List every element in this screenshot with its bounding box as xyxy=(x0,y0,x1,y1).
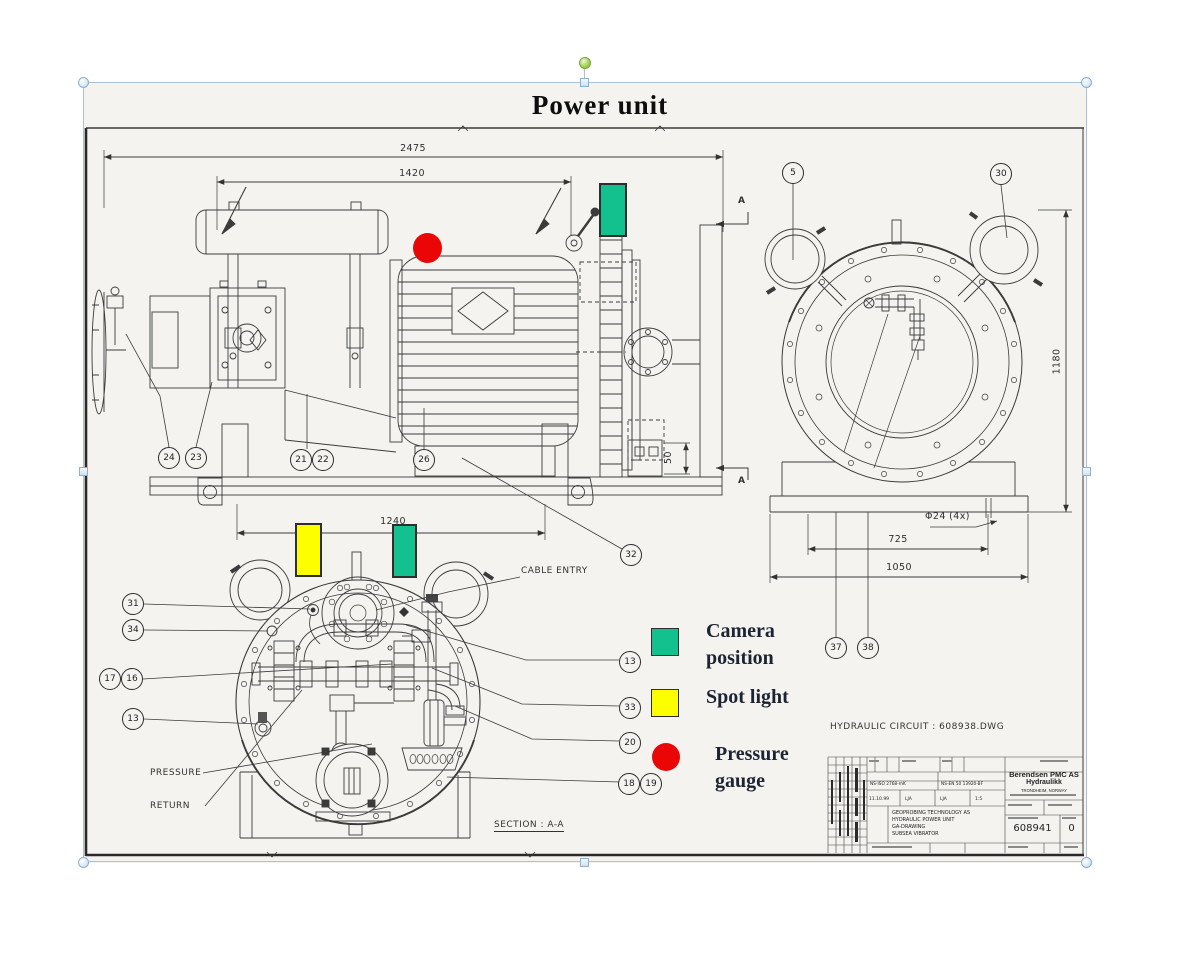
titleblock-scale: 1:5 xyxy=(975,797,983,802)
titleblock-placeholder-text xyxy=(942,760,952,762)
titleblock-drawing-type: GA-DRAWING xyxy=(892,824,926,830)
front-view xyxy=(764,184,1072,637)
resize-handle-top[interactable] xyxy=(580,78,589,87)
callout-17: 17 xyxy=(99,668,121,690)
dim-offset-50: 50 xyxy=(662,451,674,464)
callout-32: 32 xyxy=(620,544,642,566)
callout-34: 34 xyxy=(122,619,144,641)
titleblock-rotated-text xyxy=(847,766,849,836)
titleblock-drawn-by: LJA xyxy=(905,797,912,802)
dim-upper-length: 1420 xyxy=(399,168,425,179)
legend-spotlight-swatch xyxy=(651,689,679,717)
titleblock-standard1: NS-ISO 2768-mK xyxy=(870,782,906,787)
legend-camera-swatch xyxy=(651,628,679,656)
legend-spotlight-label: Spot light xyxy=(706,686,789,708)
legend-pressure-label: Pressure gauge xyxy=(715,743,789,792)
titleblock-standard2: NS-EN 50 13920-BF xyxy=(941,782,984,787)
titleblock-drawing-no: 608941 xyxy=(1013,823,1052,834)
dim-base-width: 1050 xyxy=(886,562,912,573)
callout-19: 19 xyxy=(640,773,662,795)
callout-31: 31 xyxy=(122,593,144,615)
titleblock-rotated-text xyxy=(831,780,833,824)
callout-13-left: 13 xyxy=(122,708,144,730)
titleblock-placeholder-text xyxy=(1064,846,1078,848)
spotlight-marker xyxy=(295,523,322,577)
callout-5: 5 xyxy=(782,162,804,184)
callout-33: 33 xyxy=(619,697,641,719)
resize-handle-top-right[interactable] xyxy=(1081,77,1092,88)
dim-foot-spacing: 1240 xyxy=(380,516,406,527)
callout-16: 16 xyxy=(121,668,143,690)
callout-30: 30 xyxy=(990,163,1012,185)
callout-18: 18 xyxy=(618,773,640,795)
titleblock-placeholder-text xyxy=(869,760,879,762)
titleblock-rotated-text xyxy=(855,798,858,816)
titleblock-placeholder-text xyxy=(1048,804,1072,806)
titleblock-customer: GEOPROBING TECHNOLOGY AS xyxy=(892,810,971,816)
pressure-label: PRESSURE xyxy=(150,768,202,778)
titleblock-placeholder-text xyxy=(872,846,912,848)
callout-37: 37 xyxy=(825,637,847,659)
titleblock-location: TRONDHEIM, NORWAY xyxy=(1021,788,1067,793)
titleblock-placeholder-text xyxy=(902,760,916,762)
cable-entry-label: CABLE ENTRY xyxy=(521,566,588,576)
titleblock-project: SUBSEA VIBRATOR xyxy=(892,831,939,837)
dim-height-1180: 1180 xyxy=(1051,348,1063,375)
titleblock-placeholder-text xyxy=(1008,804,1032,806)
titleblock-rotated-text xyxy=(855,822,858,842)
return-label: RETURN xyxy=(150,801,191,811)
callout-26: 26 xyxy=(413,449,435,471)
titleblock-rotated-text xyxy=(855,768,858,792)
titleblock-company: Berendsen PMC AS xyxy=(1009,770,1079,779)
page-title: Power unit xyxy=(531,90,669,120)
callout-20: 20 xyxy=(619,732,641,754)
titleblock-placeholder-text xyxy=(1062,817,1076,819)
camera-marker-top xyxy=(599,183,627,237)
callout-38: 38 xyxy=(857,637,879,659)
titleblock-rotated-text xyxy=(839,772,841,802)
callout-21: 21 xyxy=(290,449,312,471)
titleblock-rotated-text xyxy=(839,810,841,836)
side-view xyxy=(91,150,749,550)
pressure-gauge-marker xyxy=(413,233,442,263)
callout-24: 24 xyxy=(158,447,180,469)
titleblock-drawing-title: HYDRAULIC POWER UNIT xyxy=(892,817,955,823)
resize-handle-top-left[interactable] xyxy=(78,77,89,88)
titleblock-approved-by: LJA xyxy=(940,797,947,802)
titleblock-date: 11.10.99 xyxy=(869,797,890,802)
rotation-handle[interactable] xyxy=(579,57,591,69)
titleblock-division: Hydraulikk xyxy=(1026,779,1062,786)
resize-handle-bottom-right[interactable] xyxy=(1081,857,1092,868)
dim-overall-length: 2475 xyxy=(400,143,426,154)
rotation-handle-stem xyxy=(584,69,585,82)
resize-handle-left[interactable] xyxy=(79,467,88,476)
section-marker-top: A xyxy=(738,196,746,206)
section-marker-bottom: A xyxy=(738,476,746,486)
dim-hole-note: Φ24 (4x) xyxy=(925,511,970,522)
title-block-grid xyxy=(827,756,1083,853)
legend-camera-label: Camera position xyxy=(706,620,775,669)
legend-pressure-swatch xyxy=(652,743,680,771)
titleblock-revision: 0 xyxy=(1068,823,1075,834)
sheet-border xyxy=(84,125,1084,858)
resize-handle-right[interactable] xyxy=(1082,467,1091,476)
titleblock-placeholder-text xyxy=(1040,760,1068,762)
resize-handle-bottom[interactable] xyxy=(580,858,589,867)
titleblock-placeholder-text xyxy=(1008,846,1028,848)
dim-hole-spacing: 725 xyxy=(888,534,908,545)
titleblock-placeholder-text xyxy=(1008,817,1038,819)
hydraulic-circuit-note: HYDRAULIC CIRCUIT : 608938.DWG xyxy=(830,722,1005,732)
titleblock-rotated-text xyxy=(863,780,865,820)
titleblock-placeholder-text xyxy=(1010,794,1076,796)
section-title-label: SECTION : A-A xyxy=(494,820,565,832)
section-view xyxy=(142,551,621,839)
camera-marker-bottom xyxy=(392,524,417,578)
resize-handle-bottom-left[interactable] xyxy=(78,857,89,868)
callout-13-right: 13 xyxy=(619,651,641,673)
callout-22: 22 xyxy=(312,449,334,471)
callout-23: 23 xyxy=(185,447,207,469)
